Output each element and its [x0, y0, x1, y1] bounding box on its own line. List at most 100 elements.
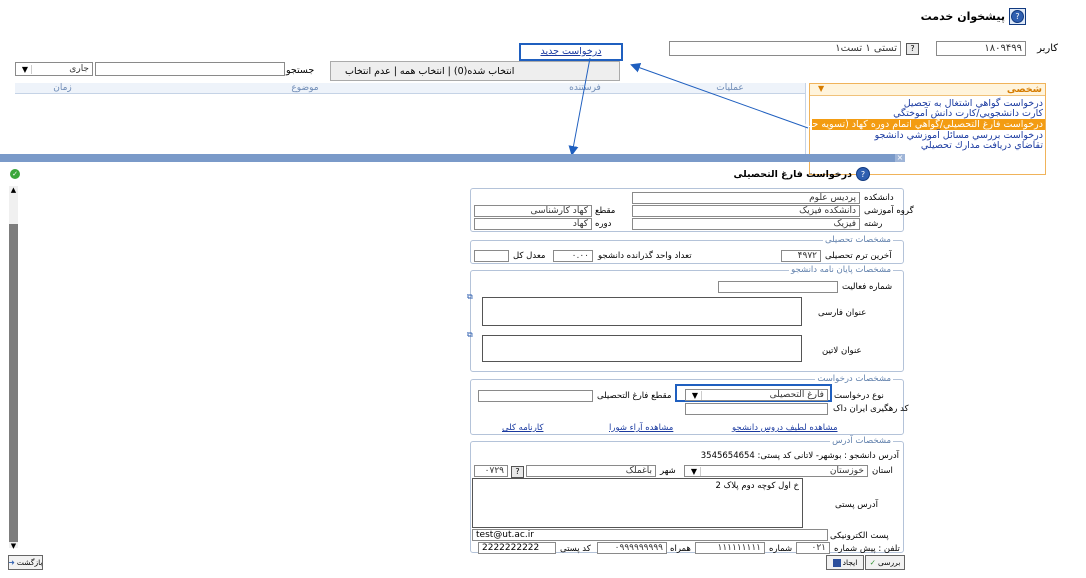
fieldset-academic: مشخصات تحصیلی	[470, 235, 904, 264]
email-field[interactable]	[472, 529, 828, 541]
activity-label: شماره فعالیت	[842, 282, 893, 292]
expand-icon[interactable]: ⧉	[467, 330, 473, 339]
en-title-label: عنوان لاتین	[822, 346, 862, 356]
faculty-field	[632, 192, 860, 204]
menu-item-documents[interactable]: تقاضاي دريافت مدارك تحصيلي	[920, 140, 1043, 151]
check-icon: ✓	[869, 558, 876, 567]
chevron-down-icon: ▼	[688, 466, 701, 476]
level-label: مقطع	[595, 206, 616, 216]
tracking-field[interactable]	[685, 403, 828, 415]
col-operations[interactable]: عملیات	[716, 83, 744, 93]
province-label: استان	[872, 466, 893, 476]
fa-title-textarea[interactable]	[482, 297, 802, 326]
units-label: تعداد واحد گذرانده دانشجو	[598, 251, 692, 261]
grad-level-field[interactable]	[478, 390, 593, 402]
menu-item-education-issues[interactable]: درخواست بررسي مسائل آموزشي دانشجو	[874, 130, 1043, 141]
help-icon[interactable]: ?	[1009, 8, 1026, 25]
level-field	[474, 205, 592, 217]
selection-actions[interactable]: انتخاب شده(0) | انتخاب همه | عدم انتخاب	[345, 66, 515, 77]
dialog-close-button[interactable]: ×	[895, 153, 905, 162]
page-title: پیشخوان خدمت	[920, 10, 1005, 23]
user-lookup-button[interactable]: ?	[906, 43, 919, 55]
city-lookup-button[interactable]: ?	[511, 466, 524, 478]
menu-item-enrollment-cert[interactable]: درخواست گواهي اشتغال به تحصيل	[903, 98, 1043, 109]
dept-field	[632, 205, 860, 217]
faculty-label: دانشکده	[864, 193, 894, 203]
city-field[interactable]	[526, 465, 656, 477]
postal-address-textarea[interactable]: خ اول کوچه دوم پلاک 2	[472, 478, 803, 528]
check-button[interactable]: ✓ بررسی	[865, 555, 905, 570]
major-field	[632, 218, 860, 230]
col-time[interactable]: زمان	[53, 83, 72, 93]
student-address: آدرس دانشجو : بوشهر- لاتانی کد پستی: 354…	[700, 451, 899, 461]
menu-item-graduation[interactable]: درخواست فارغ التحصيلي/گواهي اتمام دوره ك…	[788, 119, 1045, 130]
user-label: کاربر	[1037, 43, 1058, 54]
last-term-field	[781, 250, 821, 262]
save-button[interactable]: ایجاد	[826, 555, 864, 570]
en-title-textarea[interactable]	[482, 335, 802, 362]
back-button[interactable]: ➜ بازگشت	[8, 555, 43, 570]
province-select[interactable]: خوزستان ▼	[684, 465, 868, 477]
city-code-field[interactable]	[474, 465, 508, 477]
save-icon	[832, 558, 841, 567]
page-title-wrap: ? پیشخوان خدمت	[921, 8, 1026, 25]
type-label: نوع درخواست	[834, 391, 884, 401]
menu-item-student-card[interactable]: کارت دانشجويي/کارت دانش آموختگي	[893, 108, 1043, 119]
phone-prefix-label: تلفن : پیش شماره	[834, 544, 900, 554]
mobile-label: همراه	[670, 544, 691, 554]
tracking-label: کد رهگیری ایران داک	[833, 404, 909, 414]
selection-bar	[330, 61, 620, 81]
scrollbar-thumb[interactable]	[9, 224, 18, 542]
col-sender[interactable]: فرستنده	[569, 83, 601, 93]
collapse-arrow-icon[interactable]: ▼	[818, 84, 825, 93]
user-id-field[interactable]	[936, 41, 1026, 56]
back-arrow-icon: ➜	[8, 558, 15, 567]
search-label: جستجو	[286, 65, 315, 76]
council-votes-link[interactable]: مشاهده آراء شورا	[609, 423, 674, 433]
grad-level-label: مقطع فارغ التحصیلی	[597, 391, 672, 401]
fieldset-faculty	[470, 188, 904, 232]
request-type-select[interactable]: فارغ التحصیلی ▼	[685, 389, 828, 401]
fieldset-address: مشخصات آدرس	[470, 436, 904, 553]
postal-label: آدرس پستی	[835, 500, 878, 510]
number-field[interactable]	[695, 542, 765, 554]
col-subject[interactable]: موضوع	[291, 83, 319, 93]
user-name-field[interactable]	[669, 41, 901, 56]
status-select[interactable]: جاری ▼	[15, 62, 93, 76]
mobile-field[interactable]	[597, 542, 667, 554]
units-field	[553, 250, 593, 262]
side-menu-header[interactable]: شخصی ▼	[810, 84, 1045, 96]
zip-label: کد پستی	[560, 544, 591, 554]
city-label: شهر	[660, 466, 676, 476]
gpa-label: معدل کل	[513, 251, 546, 261]
number-label: شماره	[769, 544, 793, 554]
scroll-down-arrow-icon[interactable]: ▼	[10, 542, 17, 550]
scroll-up-arrow-icon[interactable]: ▲	[10, 186, 17, 194]
transcript-link[interactable]: کارنامه کلی	[502, 423, 544, 433]
period-field	[474, 218, 592, 230]
gpa-field	[474, 250, 509, 262]
courses-link[interactable]: مشاهده لطیف دروس دانشجو	[732, 423, 838, 433]
email-label: پست الکترونیکی	[830, 531, 889, 541]
fa-title-label: عنوان فارسی	[818, 308, 867, 318]
help-icon[interactable]: ?	[856, 167, 870, 181]
phone-prefix-field[interactable]	[796, 542, 830, 554]
dialog-titlebar	[0, 154, 905, 162]
major-label: رشته	[864, 219, 883, 229]
fieldset-request: مشخصات درخواست	[470, 374, 904, 435]
ok-status-icon: ✓	[10, 169, 20, 179]
fieldset-thesis: مشخصات پایان نامه دانشجو	[470, 265, 904, 372]
expand-icon[interactable]: ⧉	[467, 292, 473, 301]
activity-field[interactable]	[718, 281, 838, 293]
grid-divider	[805, 83, 806, 155]
grid-header: عملیات فرستنده موضوع زمان	[15, 83, 805, 94]
dialog-header: ? درخواست فارغ التحصیلی	[734, 167, 870, 181]
zip-field[interactable]	[478, 542, 556, 554]
chevron-down-icon: ▼	[19, 64, 32, 74]
type-select-highlight	[675, 384, 832, 402]
search-input[interactable]	[95, 62, 285, 76]
dialog-title: درخواست فارغ التحصیلی	[733, 168, 852, 180]
dept-label: گروه آموزشی	[864, 206, 914, 216]
new-request-link[interactable]: درخواست جدید	[519, 43, 623, 61]
